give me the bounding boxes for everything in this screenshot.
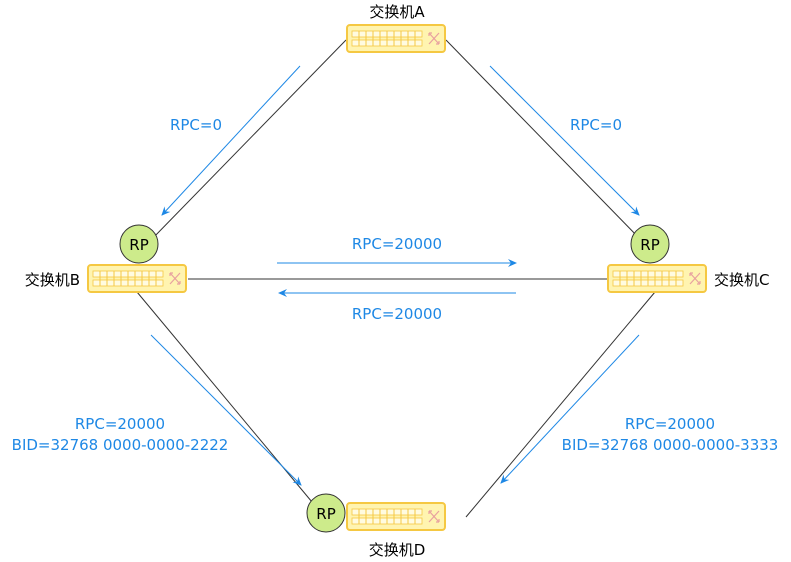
switch-b-label: 交换机B: [25, 271, 80, 289]
arrow-a-to-b: [161, 65, 301, 216]
annotation-a-to-c: RPC=0: [570, 116, 622, 134]
arrow-b-to-d: [150, 334, 302, 486]
annotation-c-to-d-rpc: RPC=20000: [625, 415, 715, 433]
root-port-b: RP: [119, 224, 159, 264]
link-a-c: [445, 39, 641, 240]
network-switch-icon: [346, 502, 446, 531]
root-port-d-label: RP: [316, 505, 335, 523]
switch-a-label: 交换机A: [369, 3, 425, 21]
link-b-d: [136, 291, 313, 503]
annotation-b-to-c: RPC=20000: [352, 235, 442, 253]
annotation-b-to-d-bid: BID=32768 0000-0000-2222: [12, 436, 229, 454]
switch-c-label: 交换机C: [714, 271, 769, 289]
root-port-c: RP: [630, 224, 670, 264]
network-switch-icon: [346, 24, 446, 53]
switch-a: 交换机A: [346, 3, 446, 53]
annotation-c-to-d-bid: BID=32768 0000-0000-3333: [562, 436, 779, 454]
switch-d-label: 交换机D: [369, 541, 426, 559]
annotation-a-to-b: RPC=0: [170, 116, 222, 134]
annotation-b-to-d-rpc: RPC=20000: [75, 415, 165, 433]
root-port-b-label: RP: [129, 236, 148, 254]
root-port-marker: [306, 493, 346, 533]
switch-c: 交换机C: [607, 264, 769, 293]
network-switch-icon: [87, 264, 187, 293]
root-port-marker: [630, 224, 670, 264]
root-port-marker: [119, 224, 159, 264]
root-port-d: RP: [306, 493, 346, 533]
link-a-b: [151, 39, 347, 240]
network-switch-icon: [607, 264, 707, 293]
root-port-c-label: RP: [640, 236, 659, 254]
switch-d: 交换机D: [346, 502, 446, 559]
switch-b: 交换机B: [25, 264, 187, 293]
bpdu-arrows: [150, 65, 640, 486]
link-c-d: [465, 291, 656, 518]
annotation-c-to-b: RPC=20000: [352, 305, 442, 323]
arrow-a-to-c: [489, 65, 640, 216]
annotations: RPC=0 RPC=0 RPC=20000 RPC=20000 RPC=2000…: [12, 116, 779, 454]
arrow-c-to-d: [500, 334, 640, 484]
